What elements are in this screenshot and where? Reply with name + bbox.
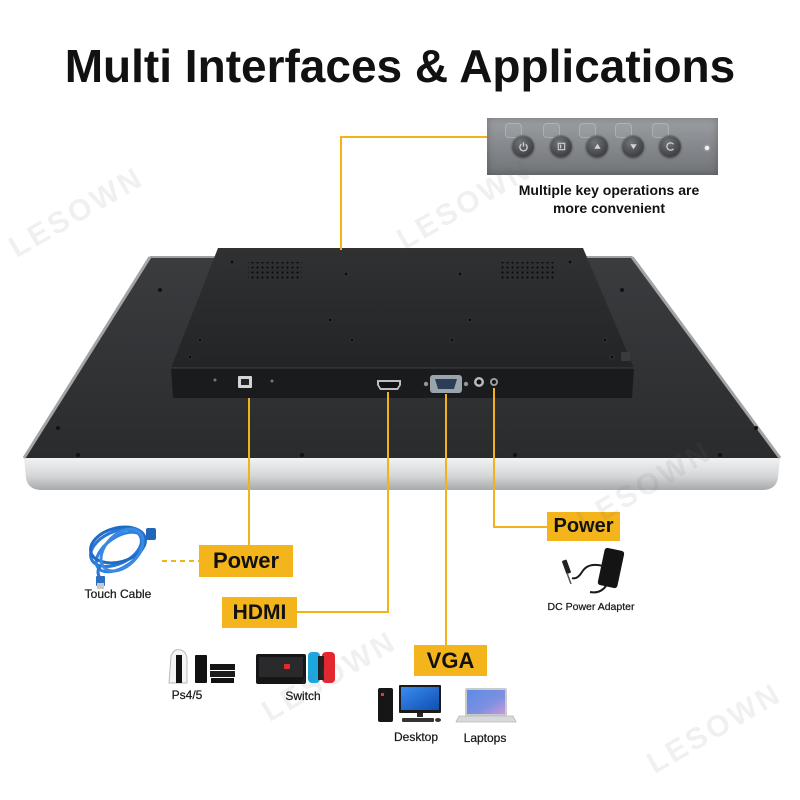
up-icon <box>593 143 601 149</box>
power-icon <box>518 141 528 152</box>
touch-cable-label: Touch Cable <box>84 587 152 601</box>
vga-port <box>423 375 469 393</box>
power-key <box>512 135 534 157</box>
key-legend-mark <box>505 123 522 138</box>
laptop-icon <box>455 688 517 723</box>
switch-icon <box>256 652 335 684</box>
frame-right-edge <box>630 256 782 459</box>
hdmi-tag: HDMI <box>222 597 297 628</box>
dc-power-callout-line <box>493 388 547 528</box>
frame-left-edge <box>22 256 152 459</box>
key-panel-caption-line2: more convenient <box>552 200 666 216</box>
housing-top <box>171 248 634 368</box>
desktop-icon <box>378 685 441 722</box>
up-key <box>586 135 608 157</box>
housing-screws <box>187 259 615 360</box>
dc-power-adapter-label: DC Power Adapter <box>547 601 635 613</box>
keypad-callout-line <box>340 136 487 250</box>
input-icon <box>557 142 565 150</box>
silver-frame <box>24 458 780 490</box>
left-vent <box>248 262 302 280</box>
key-legend-mark <box>615 123 632 138</box>
menu-key <box>659 135 681 157</box>
down-key <box>622 135 644 157</box>
hdmi-callout-line <box>297 392 389 613</box>
hdmi-port <box>377 380 401 390</box>
housing-label <box>621 352 630 361</box>
touch-cable-icon <box>89 525 156 589</box>
right-vent <box>500 262 554 280</box>
power-led <box>705 146 709 150</box>
housing-front <box>171 368 634 398</box>
ps-label: Ps4/5 <box>171 688 203 702</box>
dc-power-jack <box>490 378 498 386</box>
key-legend-mark <box>579 123 596 138</box>
key-legend-mark <box>652 123 669 138</box>
back-screws <box>56 288 758 457</box>
usb-b-port <box>238 376 252 388</box>
laptops-label: Laptops <box>463 731 507 745</box>
page-title: Multi Interfaces & Applications <box>64 40 736 92</box>
audio-jack <box>474 377 484 387</box>
dc-power-tag: Power <box>547 512 620 541</box>
key-panel-caption-line1: Multiple key operations are <box>518 182 700 198</box>
desktop-label: Desktop <box>393 730 439 744</box>
dc-power-adapter-icon <box>562 547 625 594</box>
vga-tag: VGA <box>414 645 487 676</box>
playstation-icon <box>168 649 235 684</box>
down-icon <box>629 143 637 149</box>
key-legend-mark <box>543 123 560 138</box>
key-panel <box>487 118 718 175</box>
menu-icon <box>665 141 674 151</box>
usb-power-tag: Power <box>199 545 293 577</box>
rear-housing <box>171 248 634 398</box>
callout-lines <box>162 136 547 645</box>
switch-label: Switch <box>285 689 321 703</box>
input-key <box>550 135 572 157</box>
